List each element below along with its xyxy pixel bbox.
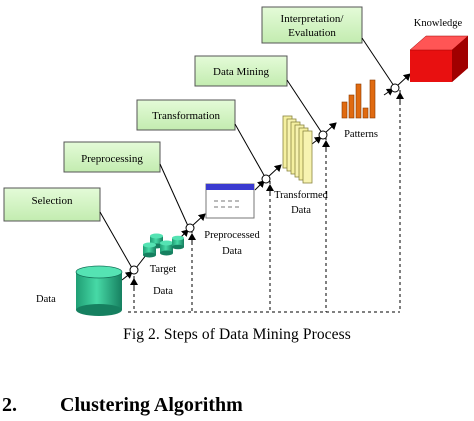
step-transformation-box: Transformation	[136, 99, 236, 131]
data-cylinder-icon	[75, 265, 123, 316]
preprocessed-data-window-icon	[205, 183, 255, 219]
step-selection-box: Selection	[3, 187, 101, 222]
feedback-arrowheads	[130, 92, 404, 288]
step-transformation-label: Transformation	[152, 110, 221, 122]
section-heading-clip: 2. Clustering Algorithm	[0, 388, 474, 421]
transformed-data-label-line2: Data	[291, 205, 311, 216]
preprocessed-data-label-line2: Data	[222, 246, 242, 257]
data-label: Data	[36, 294, 56, 305]
knowledge-label: Knowledge	[414, 18, 463, 29]
transformed-data-stack-icon	[282, 115, 313, 184]
step-interpretation-box: Interpretation/ Evaluation	[261, 6, 363, 44]
target-data-label-line1: Target	[150, 264, 177, 275]
section-title: Clustering Algorithm	[60, 394, 243, 416]
data-mining-process-figure: Selection Preprocessing Transformation D…	[3, 6, 469, 316]
patterns-label: Patterns	[344, 129, 378, 140]
figure-caption: Fig 2. Steps of Data Mining Process	[123, 326, 351, 343]
junction-circles	[129, 83, 400, 275]
step-data-mining-box: Data Mining	[194, 55, 288, 87]
target-data-label-line2: Data	[153, 286, 173, 297]
preprocessed-data-label-line1: Preprocessed	[204, 230, 260, 241]
step-preprocessing-label: Preprocessing	[81, 153, 143, 165]
section-heading: 2. Clustering Algorithm	[2, 394, 243, 417]
section-number: 2.	[2, 394, 17, 416]
step-data-mining-label: Data Mining	[213, 66, 269, 78]
knowledge-cube-icon	[409, 35, 469, 82]
step-preprocessing-box: Preprocessing	[63, 141, 161, 173]
transformed-data-label-line1: Transformed	[274, 190, 329, 201]
target-data-icon	[143, 233, 184, 258]
patterns-bars-icon	[341, 79, 376, 119]
step-connectors	[99, 37, 395, 269]
step-interpretation-label-line2: Evaluation	[288, 27, 336, 39]
step-selection-label: Selection	[32, 195, 73, 207]
step-interpretation-label-line1: Interpretation/	[281, 13, 345, 25]
